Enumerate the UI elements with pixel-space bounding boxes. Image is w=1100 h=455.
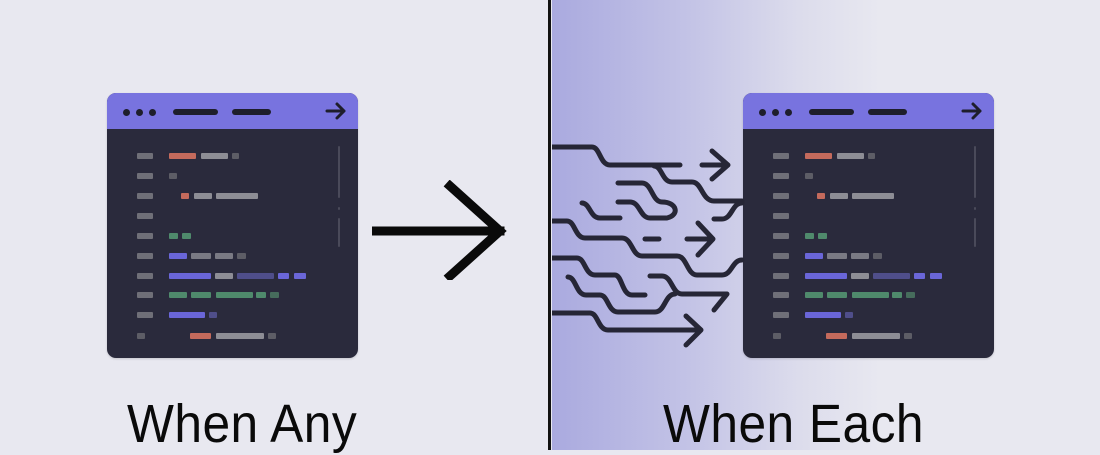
window-dot-icon — [772, 109, 779, 116]
window-titlebar — [743, 93, 994, 129]
window-dot-icon — [785, 109, 792, 116]
code-area — [743, 129, 994, 358]
right-label: When Each — [663, 394, 924, 454]
arrow-right-icon — [961, 102, 982, 120]
window-dot-icon — [136, 109, 143, 116]
scrollbar — [338, 146, 340, 198]
window-dot-icon — [123, 109, 130, 116]
title-pill — [809, 109, 854, 115]
window-dot-icon — [149, 109, 156, 116]
title-pill — [868, 109, 907, 115]
window-titlebar — [107, 93, 358, 129]
multiple-flow-arrows-icon — [552, 144, 745, 348]
window-dot-icon — [759, 109, 766, 116]
right-code-window — [743, 93, 994, 358]
arrow-right-icon — [325, 102, 346, 120]
single-arrow-icon — [372, 180, 507, 280]
code-area — [107, 129, 358, 358]
title-pill — [173, 109, 218, 115]
center-divider — [548, 0, 551, 450]
scrollbar — [974, 146, 976, 198]
left-code-window — [107, 93, 358, 358]
title-pill — [232, 109, 271, 115]
left-label: When Any — [127, 394, 358, 454]
